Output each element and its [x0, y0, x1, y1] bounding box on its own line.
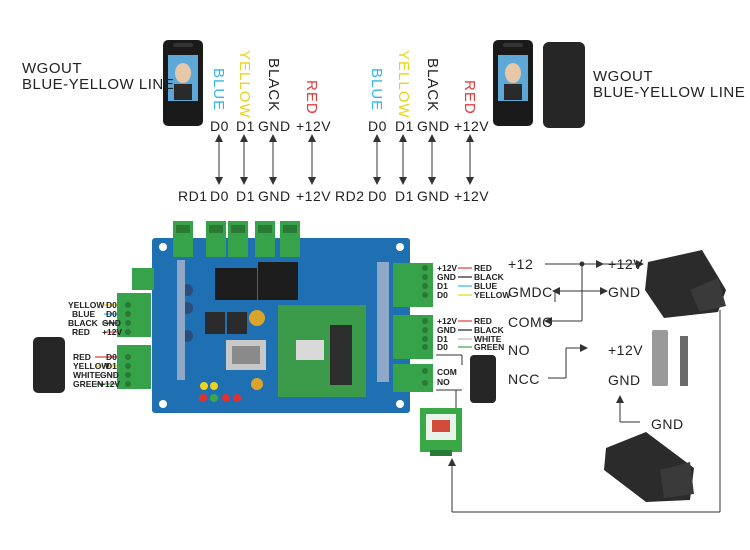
emergency-exit-button: [420, 408, 462, 456]
left-lower-pin-3: +12V: [100, 379, 121, 389]
right-upper-wire-2: BLUE: [474, 281, 498, 291]
rd1-pin-d1: D1: [236, 188, 255, 204]
right-terminal-com: COM: [437, 367, 457, 377]
lock-ncc-label: NCC: [508, 371, 540, 387]
rd2-label: RD2: [335, 188, 365, 204]
lock-gmdc-label: GMDC: [508, 284, 553, 300]
wire-color-blue-left: BLUE: [210, 68, 227, 112]
left-lower-wire-2: WHITE: [73, 370, 101, 380]
left-lower-wire-0: RED: [73, 352, 91, 362]
right-lower-pin-2: D1: [437, 334, 448, 344]
top-pin-12v-right: +12V: [454, 118, 490, 134]
right-lower-wire-1: BLACK: [474, 325, 504, 335]
left-lower-wire-1: YELLOW: [73, 361, 110, 371]
wire-color-black-left: BLACK: [265, 58, 282, 113]
reader-left-title-line1: WGOUT: [22, 60, 82, 77]
right-lower-wire-stubs: [458, 320, 472, 348]
left-lower-wire-3: GREEN: [73, 379, 104, 389]
left-lower-pin-1: D1: [106, 361, 117, 371]
right-lower-wire-3: GREEN: [474, 342, 505, 352]
rd2-pin-d1: D1: [395, 188, 414, 204]
reader-right-title-line2: BLUE-YELLOW LINE: [593, 84, 746, 101]
strike-lock-device: [652, 330, 688, 386]
left-upper-wire-3: RED: [72, 327, 90, 337]
lock-comc-label: COMC: [508, 314, 553, 330]
rd1-connection-arrows: [215, 134, 316, 185]
right-upper-wire-3: YELLOW: [474, 290, 511, 300]
lock-plus12-label: +12: [508, 256, 534, 272]
left-lower-pin-0: D0: [106, 352, 117, 362]
wire-color-yellow-right: YELLOW: [395, 50, 412, 119]
top-pin-d1-right: D1: [395, 118, 414, 134]
right-upper-pin-0: +12V: [437, 263, 458, 273]
lock-side-gnd-top: GND: [608, 284, 641, 300]
right-upper-pin-1: GND: [437, 272, 456, 282]
right-upper-pin-3: D0: [437, 290, 448, 300]
lock-side-gnd-bottom: GND: [651, 416, 684, 432]
left-upper-wire-1: BLUE: [72, 309, 96, 319]
rd2-connection-arrows: [373, 134, 474, 185]
top-pin-gnd-left: GND: [258, 118, 291, 134]
wire-color-red-right: RED: [461, 80, 478, 115]
access-control-board: [117, 221, 433, 413]
wire-color-black-right: BLACK: [424, 58, 441, 113]
right-terminal-no: NO: [437, 377, 450, 387]
top-pin-d1-left: D1: [236, 118, 255, 134]
left-upper-pin-1: D0: [106, 309, 117, 319]
left-upper-pin-3: +12V: [102, 327, 123, 337]
lock-no-label: NO: [508, 342, 530, 358]
right-lower-wire-2: WHITE: [474, 334, 502, 344]
lock-side-12v-mid: +12V: [608, 342, 644, 358]
card-reader-middle: [470, 355, 496, 403]
rd1-pin-gnd: GND: [258, 188, 291, 204]
left-lower-pin-2: GND: [100, 370, 119, 380]
right-upper-pin-2: D1: [437, 281, 448, 291]
wire-color-red-left: RED: [303, 80, 320, 115]
right-lower-wire-0: RED: [474, 316, 492, 326]
rd2-pin-gnd: GND: [417, 188, 450, 204]
wire-color-yellow-left: YELLOW: [236, 50, 253, 119]
reader-left-title-line2: BLUE-YELLOW LINE: [22, 76, 175, 93]
top-pin-12v-left: +12V: [296, 118, 332, 134]
left-upper-wire-2: BLACK: [68, 318, 98, 328]
face-reader-right-device: [493, 40, 533, 126]
top-pin-d0-right: D0: [368, 118, 387, 134]
lock-side-gnd-mid: GND: [608, 372, 641, 388]
top-pin-gnd-right: GND: [417, 118, 450, 134]
rd1-pin-12v: +12V: [296, 188, 332, 204]
left-upper-pin-0: D0: [106, 300, 117, 310]
rd2-pin-d0: D0: [368, 188, 387, 204]
left-upper-pin-2: GND: [102, 318, 121, 328]
right-upper-wire-1: BLACK: [474, 272, 504, 282]
wire-color-blue-right: BLUE: [368, 68, 385, 112]
magnetic-lock-top: [645, 250, 726, 318]
right-lower-pin-3: D0: [437, 342, 448, 352]
right-lower-pin-0: +12V: [437, 316, 458, 326]
card-reader-top-right: [543, 42, 585, 128]
card-reader-left: [33, 337, 65, 393]
left-upper-wire-0: YELLOW: [68, 300, 105, 310]
rd1-label: RD1: [178, 188, 208, 204]
face-reader-left-device: [163, 40, 203, 126]
rd2-pin-12v: +12V: [454, 188, 490, 204]
right-upper-wire-0: RED: [474, 263, 492, 273]
magnetic-lock-bottom: [604, 432, 694, 502]
right-upper-wire-stubs: [458, 267, 472, 296]
rd1-pin-d0: D0: [210, 188, 229, 204]
reader-right-title-line1: WGOUT: [593, 68, 653, 85]
lock-side-12v-top: +12V: [608, 256, 644, 272]
left-lower-wire-stubs: [95, 356, 118, 385]
left-upper-wire-stubs: [104, 304, 118, 333]
lock-wiring: [436, 260, 721, 513]
right-lower-pin-1: GND: [437, 325, 456, 335]
top-pin-d0-left: D0: [210, 118, 229, 134]
